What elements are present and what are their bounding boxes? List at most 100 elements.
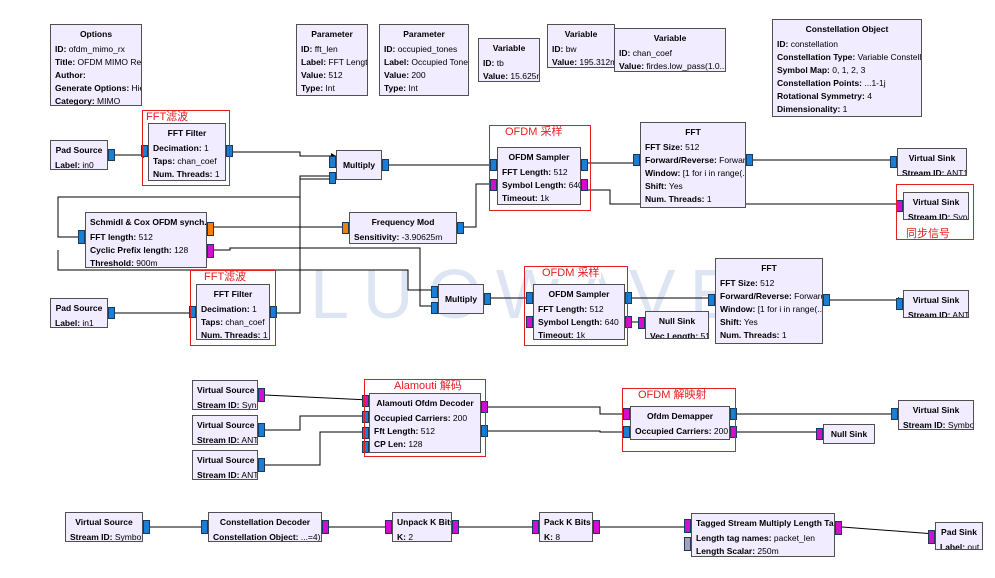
input-port-vsink-ant2[interactable] xyxy=(896,298,903,310)
output-port-vsrc-ant2[interactable] xyxy=(258,458,265,472)
block-multiply1[interactable]: Multiply xyxy=(438,284,484,314)
output-port-pad-in1[interactable] xyxy=(108,307,115,319)
input-port-schmidl[interactable] xyxy=(78,230,85,244)
output-port-ofdm-sampler0[interactable] xyxy=(581,179,588,191)
output-port-vsrc-ant1[interactable] xyxy=(258,423,265,437)
block-multiply0[interactable]: Multiply xyxy=(336,150,382,180)
input-port-tagged-mult[interactable] xyxy=(684,537,691,551)
output-port-pad-in0[interactable] xyxy=(108,149,115,161)
output-port-fft-filter1[interactable] xyxy=(270,306,277,318)
input-port-pad-sink[interactable] xyxy=(928,530,935,544)
output-port-alamouti[interactable] xyxy=(481,401,488,413)
input-port-vsink-sync[interactable] xyxy=(896,200,903,212)
output-port-alamouti[interactable] xyxy=(481,425,488,437)
output-port-const-decoder[interactable] xyxy=(322,520,329,534)
input-port-demapper[interactable] xyxy=(623,408,630,420)
output-port-unpack[interactable] xyxy=(452,520,459,534)
output-port-freq-mod[interactable] xyxy=(457,222,464,234)
input-port-alamouti[interactable] xyxy=(362,411,369,423)
input-port-fft-filter0[interactable] xyxy=(141,145,148,157)
output-port-schmidl[interactable] xyxy=(207,244,214,258)
input-port-fft-filter1[interactable] xyxy=(189,306,196,318)
output-port-pack[interactable] xyxy=(593,520,600,534)
output-port-schmidl[interactable] xyxy=(207,222,214,236)
output-port-fft0[interactable] xyxy=(746,154,753,166)
input-port-fft0[interactable] xyxy=(633,154,640,166)
input-port-multiply0[interactable] xyxy=(329,156,336,168)
input-port-ofdm-sampler0[interactable] xyxy=(490,179,497,191)
output-port-fft-filter0[interactable] xyxy=(226,145,233,157)
output-port-vsrc-sync[interactable] xyxy=(258,388,265,402)
input-port-vsink-symbols[interactable] xyxy=(891,408,898,420)
output-port-ofdm-sampler1[interactable] xyxy=(625,316,632,328)
input-port-multiply0[interactable] xyxy=(329,172,336,184)
input-port-freq-mod[interactable] xyxy=(342,222,349,234)
input-port-ofdm-sampler0[interactable] xyxy=(490,159,497,171)
param-key: Window: xyxy=(645,168,681,178)
input-port-ofdm-sampler1[interactable] xyxy=(526,316,533,328)
param-value: Yes xyxy=(741,317,758,327)
input-port-alamouti[interactable] xyxy=(362,427,369,439)
param-key: Forward/Reverse: xyxy=(720,291,792,301)
output-port-ofdm-sampler0[interactable] xyxy=(581,159,588,171)
input-port-null-sink2[interactable] xyxy=(816,428,823,440)
input-port-alamouti[interactable] xyxy=(362,395,369,407)
output-port-ofdm-sampler1[interactable] xyxy=(625,292,632,304)
block-schmidl[interactable]: Schmidl & Cox OFDM synch.FFT length: 512… xyxy=(85,212,207,268)
input-port-multiply1[interactable] xyxy=(431,302,438,314)
output-port-vsrc-symbols[interactable] xyxy=(143,520,150,534)
input-port-ofdm-sampler1[interactable] xyxy=(526,292,533,304)
input-port-demapper[interactable] xyxy=(623,426,630,438)
output-port-multiply1[interactable] xyxy=(484,293,491,305)
input-port-vsink-ant1[interactable] xyxy=(890,156,897,168)
input-port-multiply1[interactable] xyxy=(431,286,438,298)
input-port-const-decoder[interactable] xyxy=(201,520,208,534)
input-port-null-sink-vec[interactable] xyxy=(638,317,645,329)
input-port-fft1[interactable] xyxy=(708,294,715,306)
output-port-tagged-mult[interactable] xyxy=(835,521,842,535)
block-null-sink2[interactable]: Null Sink xyxy=(823,424,875,444)
output-port-multiply0[interactable] xyxy=(382,159,389,171)
input-port-pack[interactable] xyxy=(532,520,539,534)
block-param-row: Num. Threads: 1 xyxy=(201,329,268,339)
wire-17 xyxy=(264,394,370,401)
output-port-demapper[interactable] xyxy=(730,408,737,420)
input-port-alamouti[interactable] xyxy=(362,441,369,453)
input-port-unpack[interactable] xyxy=(385,520,392,534)
input-port-tagged-mult[interactable] xyxy=(684,519,691,533)
output-port-fft1[interactable] xyxy=(823,294,830,306)
output-port-demapper[interactable] xyxy=(730,426,737,438)
